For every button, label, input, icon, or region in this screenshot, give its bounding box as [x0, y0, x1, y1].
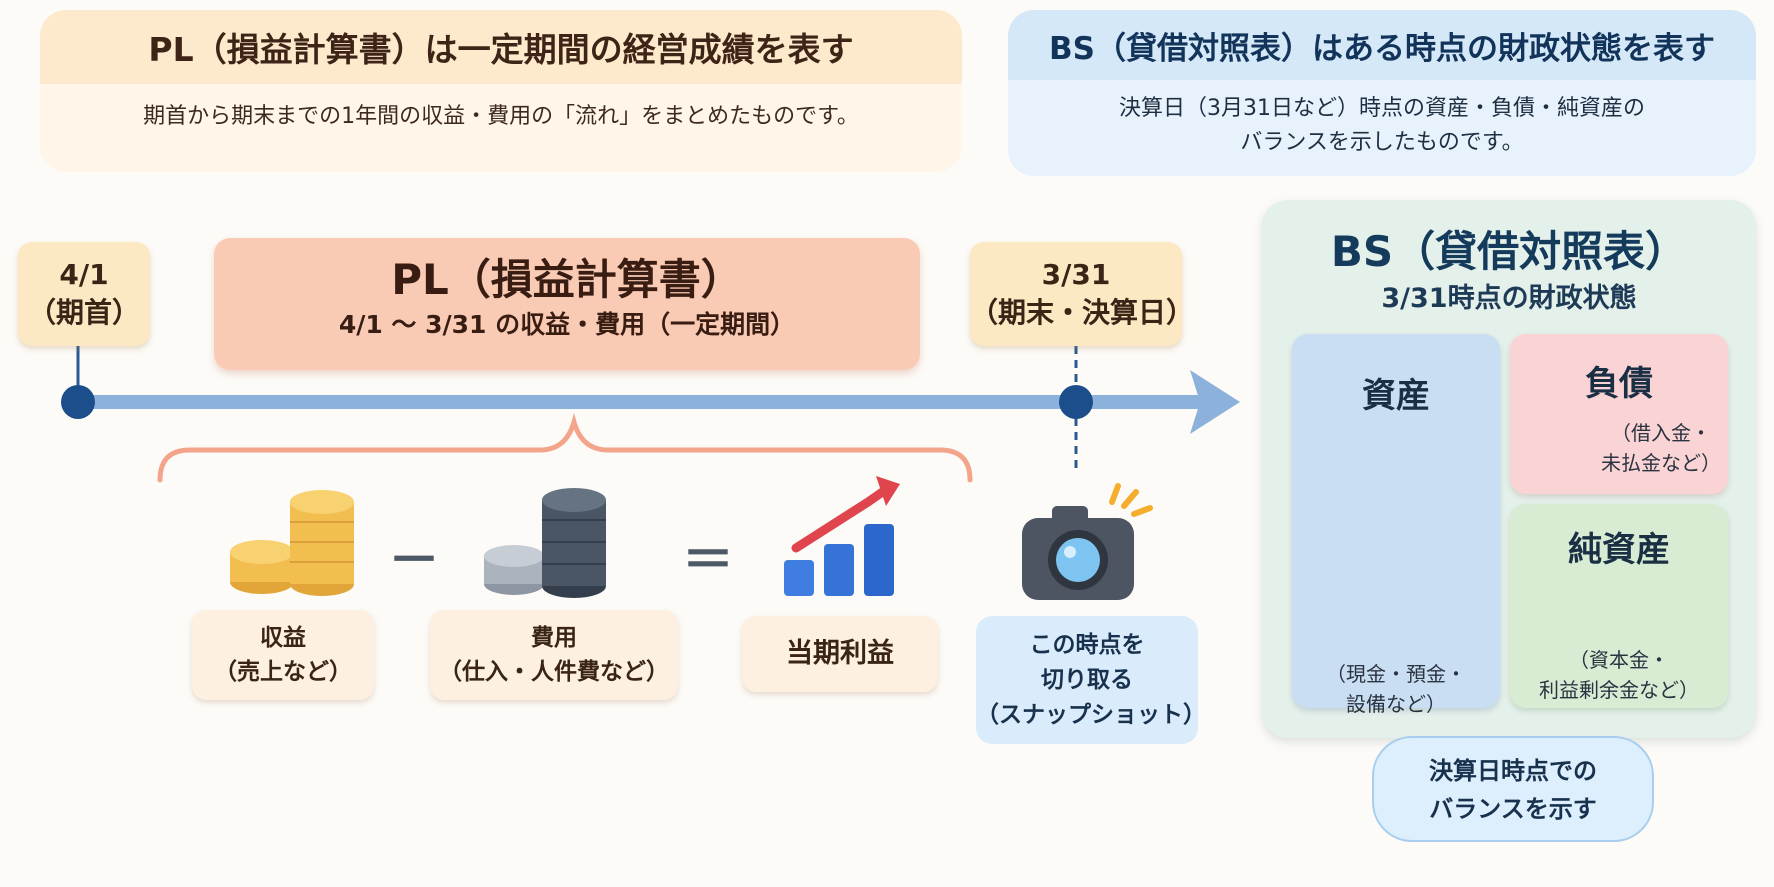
pl-explanation-title: PL（損益計算書）は一定期間の経営成績を表す	[40, 10, 962, 84]
revenue-label: 収益 （売上など）	[192, 610, 374, 700]
expense-title: 費用	[531, 625, 577, 651]
end-date: 3/31	[1041, 258, 1111, 291]
equity-note-1: （資本金・	[1569, 648, 1669, 672]
revenue-title: 収益	[260, 625, 306, 651]
bs-subtitle: 3/31時点の財政状態	[1381, 283, 1637, 314]
pl-explanation-panel: PL（損益計算書）は一定期間の経営成績を表す 期首から期末までの1年間の収益・費…	[40, 10, 962, 172]
dark-coins-icon	[484, 488, 606, 598]
balance-bubble-line-1: 決算日時点での	[1429, 757, 1597, 785]
bs-explanation-line-1: 決算日（3月31日など）時点の資産・負債・純資産の	[1119, 96, 1645, 121]
end-point	[1059, 385, 1093, 419]
bs-title: BS（貸借対照表）	[1330, 227, 1688, 276]
start-label: （期首）	[27, 296, 140, 329]
minus-sign: －	[387, 531, 440, 591]
start-date: 4/1	[59, 258, 109, 291]
equity-box: 純資産 （資本金・ 利益剰余金など）	[1510, 504, 1728, 708]
liabilities-note: （借入金・ 未払金など）	[1598, 418, 1724, 478]
expense-label: 費用 （仕入・人件費など）	[430, 610, 678, 700]
liabilities-note-1: （借入金・	[1611, 421, 1711, 445]
snapshot-note: この時点を 切り取る （スナップショット）	[976, 616, 1206, 744]
snapshot-line-1: この時点を	[1029, 632, 1145, 658]
assets-note-1: （現金・預金・	[1326, 662, 1466, 686]
start-point	[61, 385, 95, 419]
assets-note: （現金・預金・ 設備など）	[1292, 659, 1500, 719]
equity-note: （資本金・ 利益剰余金など）	[1510, 645, 1728, 705]
bs-explanation-title: BS（貸借対照表）はある時点の財政状態を表す	[1008, 10, 1756, 80]
snapshot-line-2: 切り取る	[1041, 667, 1133, 693]
end-label: （期末・決算日）	[970, 296, 1195, 329]
pl-explanation-text: 期首から期末までの1年間の収益・費用の「流れ」をまとめたものです。	[143, 104, 859, 129]
liabilities-note-2: 未払金など）	[1601, 451, 1721, 475]
expense-note: （仕入・人件費など）	[439, 659, 669, 685]
bs-explanation-text: 決算日（3月31日など）時点の資産・負債・純資産の バランスを示したものです。	[1008, 80, 1756, 160]
assets-note-2: 設備など）	[1346, 692, 1446, 716]
end-date-tag: 3/31 （期末・決算日）	[970, 242, 1195, 346]
equity-title: 純資産	[1568, 530, 1670, 570]
camera-icon	[1022, 483, 1153, 600]
assets-box: 資産 （現金・預金・ 設備など）	[1292, 334, 1500, 716]
profit-label: 当期利益	[742, 616, 938, 692]
revenue-note: （売上など）	[214, 659, 352, 685]
period-brace	[157, 412, 973, 483]
balance-bubble: 決算日時点での バランスを示す	[1372, 736, 1654, 842]
liabilities-box: 負債 （借入金・ 未払金など）	[1510, 334, 1728, 494]
pl-banner-period: 4/1 ～ 3/31 の収益・費用（一定期間）	[338, 310, 796, 339]
pl-banner: PL（損益計算書） 4/1 ～ 3/31 の収益・費用（一定期間）	[214, 238, 920, 370]
equity-note-2: 利益剰余金など）	[1539, 678, 1699, 702]
growth-chart-icon	[784, 476, 900, 596]
timeline-arrow-head	[1190, 370, 1240, 434]
snapshot-line-3: （スナップショット）	[976, 702, 1206, 728]
equals-sign: ＝	[681, 531, 734, 591]
start-date-tag: 4/1 （期首）	[18, 242, 150, 346]
liabilities-title: 負債	[1585, 364, 1653, 404]
bs-explanation-line-2: バランスを示したものです。	[1240, 130, 1524, 155]
balance-bubble-line-2: バランスを示す	[1429, 795, 1597, 823]
pl-banner-title: PL（損益計算書）	[391, 255, 743, 304]
assets-title: 資産	[1362, 376, 1430, 416]
coins-icon	[230, 490, 354, 596]
bs-explanation-panel: BS（貸借対照表）はある時点の財政状態を表す 決算日（3月31日など）時点の資産…	[1008, 10, 1756, 176]
